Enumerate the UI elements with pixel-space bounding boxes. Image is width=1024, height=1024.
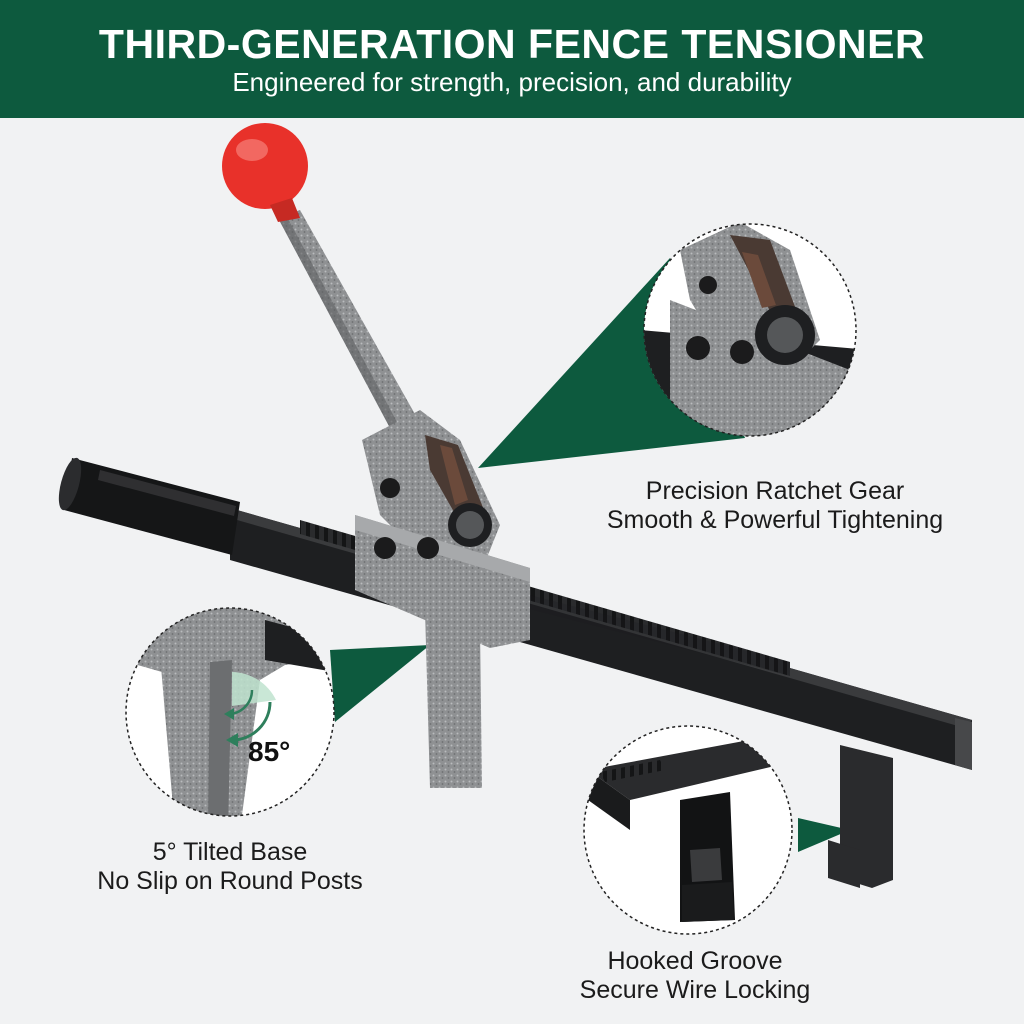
end-hook (828, 718, 972, 888)
ratchet-housing (355, 410, 530, 648)
feature-title: Precision Ratchet Gear (645, 477, 905, 505)
page-subtitle: Engineered for strength, precision, and … (232, 67, 792, 97)
feature-caption-base: 5° Tilted Base No Slip on Round Posts (30, 838, 430, 896)
zoom-circle-base (125, 607, 335, 817)
feature-detail: Smooth & Powerful Tightening (606, 506, 944, 534)
rack-bar (230, 508, 972, 770)
feature-detail: Secure Wire Locking (579, 976, 811, 1004)
base-post (425, 610, 482, 788)
feature-caption-hook: Hooked Groove Secure Wire Locking (500, 947, 890, 1005)
zoom-circle-hook (583, 725, 793, 935)
angle-label: 85° (248, 736, 291, 767)
page-title: THIRD-GENERATION FENCE TENSIONER (98, 21, 926, 67)
callout-wedge-hook (798, 818, 850, 852)
grip-handle (58, 457, 240, 555)
feature-caption-gear: Precision Ratchet Gear Smooth & Powerful… (540, 477, 1010, 535)
title-banner: THIRD-GENERATION FENCE TENSIONER Enginee… (0, 0, 1024, 118)
feature-title: 5° Tilted Base (152, 838, 308, 866)
feature-detail: No Slip on Round Posts (97, 867, 363, 895)
red-knob-icon (222, 123, 308, 222)
lever-arm (278, 210, 416, 428)
feature-title: Hooked Groove (607, 947, 783, 975)
callout-wedge-base (330, 645, 430, 722)
